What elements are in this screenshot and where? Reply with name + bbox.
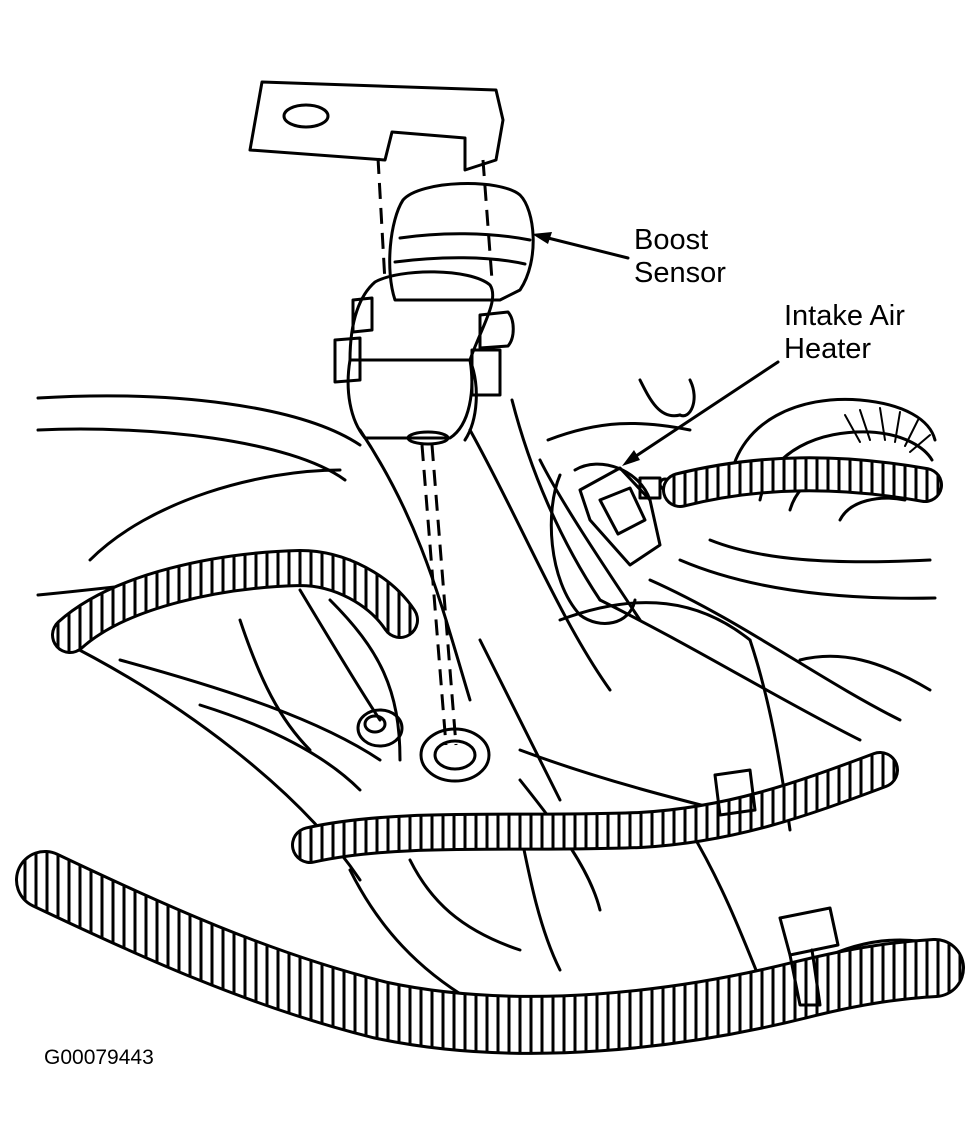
harness-clips [713,768,840,1007]
intake-air-heater-label: Intake Air Heater [784,300,905,366]
intake-air-heater [549,462,672,625]
figure-code: G00079443 [44,1046,154,1069]
wiring-harnesses [15,456,965,1055]
sensor-bracket [248,80,505,172]
boost-sensor-label-line1: Boost [634,224,709,256]
intake-air-heater-label-line1: Intake Air [784,300,905,332]
alignment-dashes [376,157,494,746]
sensor-mounting-hole [356,708,491,783]
intake-air-heater-label-line2: Heater [784,333,872,365]
boost-sensor-label: Boost Sensor [634,224,726,290]
boost-sensor-label-line2: Sensor [634,257,726,289]
leader-arrows [532,232,780,466]
boost-sensor [333,182,535,446]
